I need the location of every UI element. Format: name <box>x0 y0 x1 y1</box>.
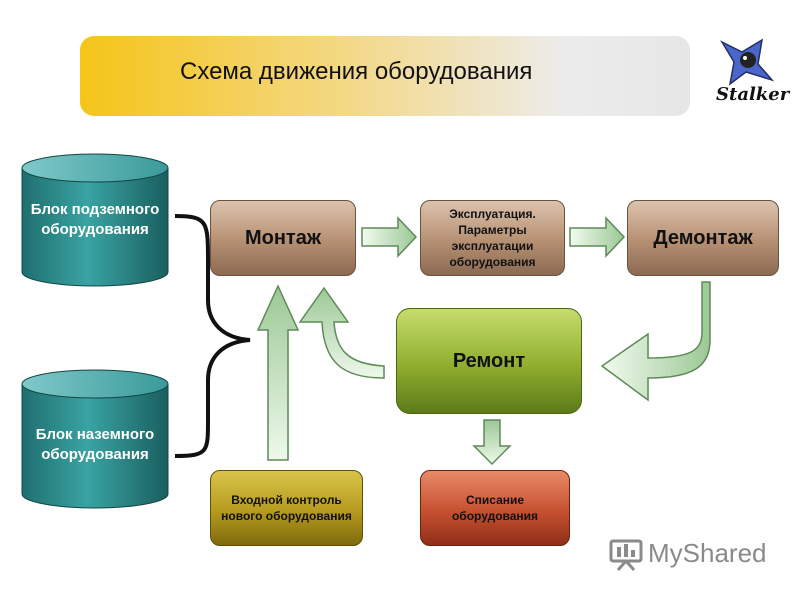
box-repair: Ремонт <box>396 308 582 414</box>
arrow-mounting-to-operation <box>361 216 418 258</box>
box-operation: Эксплуатация. Параметры эксплуатации обо… <box>420 200 565 276</box>
page-title: Схема движения оборудования <box>180 58 533 85</box>
box-incoming-control: Входной контроль нового оборудования <box>210 470 363 546</box>
cylinder-surface <box>21 369 169 509</box>
curly-brace <box>174 214 251 458</box>
arrow-repair-to-writeoff <box>472 419 512 466</box>
arrow-repair-to-mounting <box>298 286 385 379</box>
surface-block-label: Блок наземного оборудования <box>35 426 155 463</box>
cylinder-underground <box>21 153 169 287</box>
arrow-incoming-to-mounting <box>256 284 300 461</box>
watermark-text: MyShared <box>648 538 767 568</box>
stalker-logo-icon <box>720 38 775 86</box>
box-mounting: Монтаж <box>210 200 356 276</box>
arrow-dismounting-to-repair <box>600 281 711 402</box>
myshared-logo-icon <box>609 539 643 571</box>
arrow-operation-to-dismounting <box>569 216 626 258</box>
underground-block-label: Блок подземного оборудования <box>30 201 160 238</box>
box-writeoff: Списание оборудования <box>420 470 570 546</box>
title-banner <box>80 36 690 116</box>
box-dismounting: Демонтаж <box>627 200 779 276</box>
logo-text: Stalker <box>716 84 790 105</box>
